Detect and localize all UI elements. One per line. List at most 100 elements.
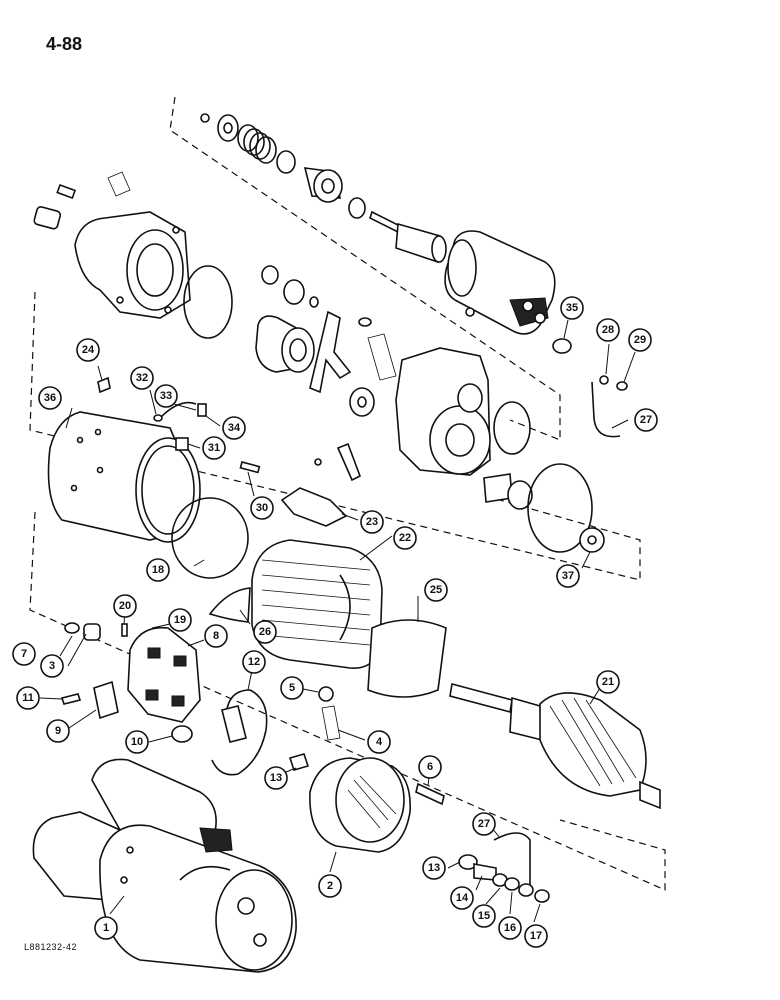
bushing-3 [83,623,101,641]
washer-13a [288,753,310,771]
screw-11 [60,693,82,705]
callout-13: 13 [264,766,288,790]
drive-housing [33,171,191,319]
svg-text:5: 5 [289,682,295,694]
svg-text:4: 4 [376,736,383,748]
svg-text:31: 31 [208,442,220,454]
svg-text:33: 33 [160,390,172,402]
solenoid-parts-row [200,113,447,264]
callout-36: 36 [38,386,62,410]
svg-text:1: 1 [103,922,109,934]
callout-1: 1 [94,916,118,940]
page-number: 4-88 [46,34,83,54]
terminal-hardware-row [458,854,550,903]
svg-text:27: 27 [640,414,652,426]
svg-text:22: 22 [399,532,411,544]
svg-text:23: 23 [366,516,378,528]
svg-text:6: 6 [427,761,433,773]
callout-3: 3 [40,654,64,678]
svg-text:15: 15 [478,910,490,922]
callout-25: 25 [424,578,448,602]
callout-28: 28 [596,318,620,342]
callout-7: 7 [12,642,36,666]
svg-text:7: 7 [21,648,27,660]
svg-text:12: 12 [248,656,260,668]
svg-text:34: 34 [228,422,241,434]
callout-24: 24 [76,338,100,362]
armature [449,683,661,810]
svg-text:30: 30 [256,502,268,514]
callout-13-lower: 13 [422,856,446,880]
callout-21: 21 [596,670,620,694]
lever-housing [314,347,491,482]
callout-17: 17 [524,924,548,948]
figure-code: L881232-42 [24,942,78,952]
washer-37 [579,527,605,553]
callout-33: 33 [154,384,178,408]
end-frame [309,757,411,853]
callout-35: 35 [560,296,584,320]
pin-4 [321,705,341,741]
callout-23: 23 [360,510,384,534]
screw-20 [121,623,128,637]
svg-text:2: 2 [327,880,333,892]
callout-31: 31 [202,436,226,460]
callout-10: 10 [125,730,149,754]
insulator-26 [208,587,251,623]
leader-lines [39,319,636,923]
svg-text:24: 24 [82,344,95,356]
nut-35 [552,338,572,354]
svg-text:27: 27 [478,818,490,830]
svg-text:9: 9 [55,725,61,737]
callout-34: 34 [222,416,246,440]
group-outline-field [29,511,666,891]
lever-housing-o-ring [493,401,531,455]
assembled-starter-motor [32,758,297,973]
svg-text:14: 14 [456,892,469,904]
svg-text:37: 37 [562,570,574,582]
center-small-parts [349,317,397,417]
shift-lever [309,310,352,394]
callouts: 1 2 3 4 5 6 7 8 9 10 11 12 13 13 14 15 1… [12,296,658,948]
large-o-ring [527,463,593,553]
svg-text:11: 11 [22,692,34,704]
callout-20: 20 [113,594,137,618]
callout-30: 30 [250,496,274,520]
callout-5: 5 [280,676,304,700]
callout-9: 9 [46,719,70,743]
group-outline-drive [29,291,641,581]
callout-27-upper: 27 [634,408,658,432]
svg-text:28: 28 [602,324,614,336]
clip-9 [93,680,119,720]
svg-text:18: 18 [152,564,164,576]
group-outline-solenoid [169,96,561,441]
callout-37: 37 [556,564,580,588]
svg-text:10: 10 [131,736,143,748]
plunger-spring [237,124,277,164]
washer-7 [64,622,80,634]
svg-text:8: 8 [213,630,219,642]
svg-text:21: 21 [602,676,614,688]
callout-18: 18 [146,558,170,582]
ball-5 [318,686,334,702]
callout-22: 22 [393,526,417,550]
svg-text:17: 17 [530,930,542,942]
nut-28 [599,375,609,385]
field-coil-assembly [251,539,383,669]
svg-text:25: 25 [430,584,442,596]
callout-8: 8 [204,624,228,648]
terminal-lead-upper [591,381,621,438]
callout-2: 2 [318,874,342,898]
callout-16: 16 [498,916,522,940]
svg-text:36: 36 [44,392,56,404]
insulator-25 [367,619,447,698]
callout-15: 15 [472,904,496,928]
callout-4: 4 [367,730,391,754]
spring-clip [211,689,268,776]
frame-hardware [97,376,261,474]
brush-holder [127,626,201,723]
callout-19: 19 [168,608,192,632]
brush-spring-plate [221,705,247,743]
svg-text:26: 26 [259,626,271,638]
